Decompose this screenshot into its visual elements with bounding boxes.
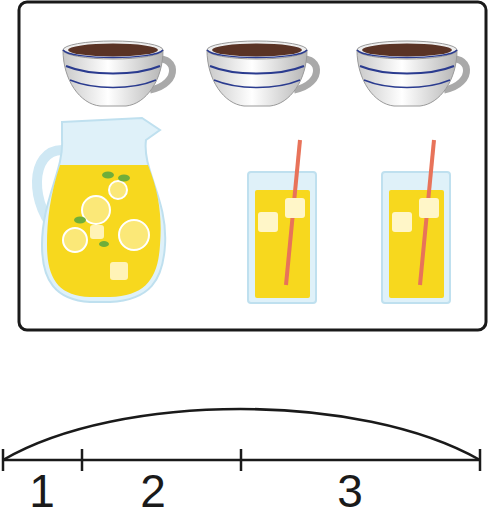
segment-number: 2 (140, 468, 166, 514)
bracket-arc (3, 409, 480, 460)
segment-number: 1 (29, 468, 55, 514)
segment-number: 3 (337, 468, 363, 514)
coffee-cup (357, 41, 467, 106)
number-line (3, 409, 480, 471)
coffee-cup (63, 41, 173, 106)
lemonade-glass (382, 140, 450, 303)
lemonade-pitcher (37, 118, 165, 302)
lemonade-glass (248, 140, 316, 303)
coffee-cup (207, 41, 317, 106)
frame (19, 2, 486, 330)
